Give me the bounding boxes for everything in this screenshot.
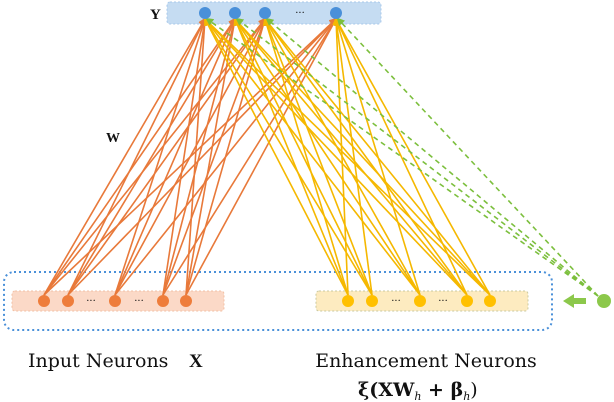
enhancement-output-edge [263, 17, 373, 296]
input-neurons-caption: Input Neurons [28, 350, 168, 372]
enhancement-nodes [342, 295, 496, 307]
input-node [180, 295, 192, 307]
enhancement-neurons-caption: Enhancement Neurons [315, 350, 537, 372]
enhancement-output-edge [263, 17, 491, 296]
formula-main: ξ(XW [358, 379, 415, 401]
input-layer-container [3, 271, 553, 331]
input-node [157, 295, 169, 307]
output-nodes [199, 7, 342, 19]
input-output-edge [114, 17, 207, 296]
enhancement-output-edge [334, 17, 468, 296]
enhancement-output-edge [332, 17, 373, 296]
enhancement-output-edge [264, 17, 421, 296]
weight-symbol: W [106, 131, 120, 146]
enhancement-output-edge [263, 17, 468, 296]
input-output-edge [114, 17, 237, 296]
input-output-edge [185, 17, 209, 296]
enhancement-node [414, 295, 426, 307]
input-output-edge [43, 17, 207, 296]
formula-end: ) [470, 379, 477, 401]
enhancement-output-edge [233, 17, 491, 296]
input-output-edge [185, 17, 238, 296]
enhancement-output-edge [233, 17, 468, 296]
input-output-edge [162, 17, 338, 296]
input-output-edge [43, 17, 267, 296]
enhancement-output-edge [203, 17, 373, 296]
enhancement-output-edge [203, 17, 468, 296]
input-node [38, 295, 50, 307]
enhancement-node [366, 295, 378, 307]
new-node-output-edge [205, 17, 599, 297]
new-node-output-edge [235, 17, 599, 297]
input-symbol: X [189, 351, 203, 372]
new-node-output-edge [336, 17, 599, 297]
output-symbol: Y [150, 7, 161, 23]
output-node [199, 7, 211, 19]
input-node [62, 295, 74, 307]
input-output-edge [67, 17, 206, 296]
input-node [109, 295, 121, 307]
input-output-edge [43, 17, 237, 296]
enhancement-output-edge [233, 17, 421, 296]
input-output-edge [67, 17, 237, 296]
output-node [259, 7, 271, 19]
input-output-edge [114, 17, 266, 296]
input-ellipsis: ··· [86, 296, 96, 307]
input-output-edge [162, 17, 209, 296]
enhancement-formula: ξ(XWh + βh) [358, 379, 478, 402]
enhancement-output-edge [335, 17, 491, 296]
output-node [330, 7, 342, 19]
formula-mid: + β [421, 379, 463, 401]
input-output-edge [162, 17, 238, 296]
enhancement-output-edge [204, 17, 349, 296]
enhancement-to-output-edges [203, 17, 491, 296]
left-arrow-icon [563, 294, 586, 308]
formula-sub-1: h [414, 390, 421, 402]
enhancement-output-edge [233, 17, 349, 296]
enhancement-node [484, 295, 496, 307]
enhancement-output-edge [234, 17, 373, 296]
input-output-edge [185, 17, 268, 296]
new-enhancement-node [597, 294, 611, 308]
enhancement-output-edge [203, 17, 421, 296]
output-ellipsis: ··· [295, 8, 305, 19]
enhancement-ellipsis: ··· [438, 296, 448, 307]
enhancement-output-edge [203, 17, 491, 296]
input-nodes [38, 295, 192, 307]
enhancement-node [342, 295, 354, 307]
input-ellipsis: ··· [134, 296, 144, 307]
formula-sub-2: h [463, 390, 470, 402]
new-node-to-output-edges [205, 17, 599, 297]
input-output-edge [185, 17, 337, 296]
input-output-edge [67, 17, 267, 296]
enhancement-node [461, 295, 473, 307]
enhancement-ellipsis: ··· [391, 296, 401, 307]
output-node [229, 7, 241, 19]
enhancement-output-edge [262, 17, 349, 296]
